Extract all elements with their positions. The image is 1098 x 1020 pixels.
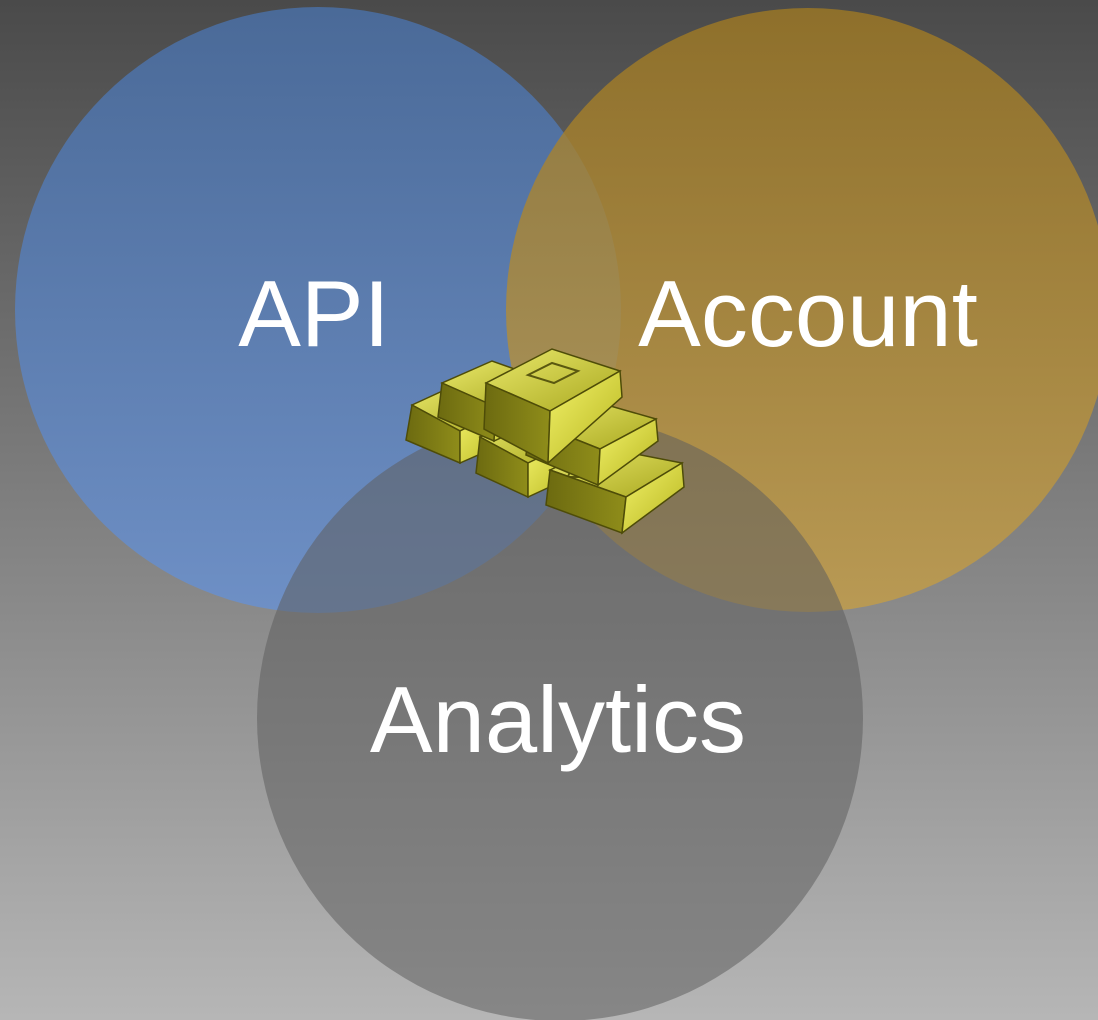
- venn-label-account: Account: [638, 261, 978, 366]
- venn-circle-analytics: [257, 415, 863, 1020]
- gold-bars-icon: [405, 348, 685, 535]
- venn-label-analytics: Analytics: [370, 667, 746, 772]
- venn-label-api: API: [238, 261, 390, 366]
